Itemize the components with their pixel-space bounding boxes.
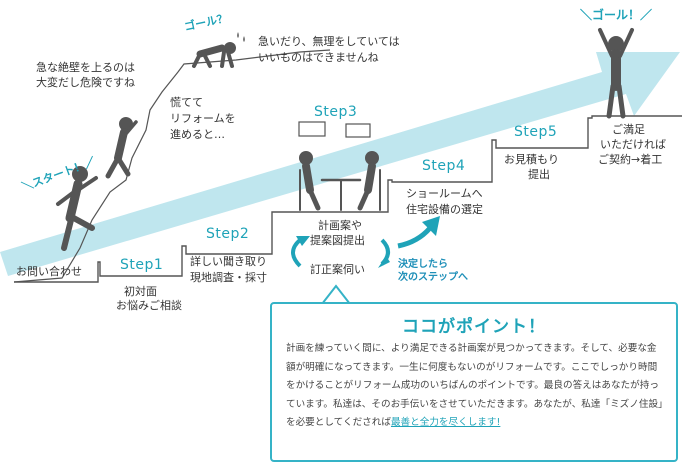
cliff-text-line2: 大変だし危険ですね (36, 76, 135, 89)
step5-line2: 提出 (528, 168, 550, 181)
cliff-text-line1: 急な絶壁を上るのは (36, 61, 135, 74)
next-step-note-line1: 決定したら (398, 259, 448, 270)
step4-line1: ショールームへ (406, 187, 483, 200)
final-line2: いただければ (600, 138, 666, 151)
climber-figure-start (56, 166, 98, 251)
hurry-text-line3: 進めると… (170, 128, 225, 141)
sweat-drops (237, 32, 245, 42)
cycle-arrow-left (291, 238, 302, 268)
rush-text-line1: 急いだり、無理をしていては (258, 35, 400, 48)
step1-line1: 初対面 (124, 285, 157, 298)
step2-line2: 現地調査・採寸 (190, 271, 267, 284)
step5-line1: お見積もり (504, 153, 559, 166)
next-step-arrow (397, 226, 432, 249)
cycle-arrowhead-left (296, 236, 310, 246)
final-line3: ご契約→着工 (598, 153, 663, 166)
step3-line1: 計画案や (318, 219, 362, 232)
step3-title: Step3 (314, 104, 358, 120)
start-step-label: お問い合わせ (16, 265, 82, 278)
step2-line1: 詳しい聞き取り (190, 255, 267, 268)
step1-line2: お悩みご相談 (116, 299, 182, 312)
crawling-figure (192, 42, 236, 68)
final-line1: ご満足 (612, 123, 645, 136)
step4-title: Step4 (422, 158, 466, 174)
point-box: ココがポイント！ 計画を練っていく間に、より満足できる計画案が見つかってきます。… (270, 302, 678, 462)
success-figure (598, 28, 634, 119)
progress-arrow (0, 52, 680, 276)
step1-title: Step1 (120, 257, 164, 273)
next-step-arrowhead (422, 216, 440, 236)
step3-line3: 訂正案伺い (310, 263, 365, 276)
point-box-highlight: 最善と全力を尽くします! (390, 417, 501, 428)
point-box-body: 計画を練っていく間に、より満足できる計画案が見つかってきます。そして、必要な金額… (286, 340, 664, 433)
step2-title: Step2 (206, 226, 250, 242)
rush-text-line2: いいものはできませんね (258, 51, 379, 64)
cliff-line (13, 49, 331, 283)
step3-line2: 提案図提出 (310, 234, 365, 247)
cycle-arrowhead-right (378, 256, 390, 268)
hurry-text-line2: リフォームを (170, 112, 236, 125)
step4-line2: 住宅設備の選定 (406, 203, 483, 216)
next-step-note-line2: 次のステップへ (398, 272, 468, 283)
hurry-text-line1: 慌てて (170, 96, 203, 109)
goal-label-success: ＼ゴール！／ (580, 8, 653, 22)
climber-figure-cliff (105, 117, 138, 179)
meeting-scene (298, 121, 381, 211)
step5-title: Step5 (514, 124, 558, 140)
point-box-text: 計画を練っていく間に、より満足できる計画案が見つかってきます。そして、必要な金額… (286, 343, 663, 428)
point-box-title: ココがポイント！ (402, 317, 546, 337)
staircase-line (14, 115, 682, 283)
